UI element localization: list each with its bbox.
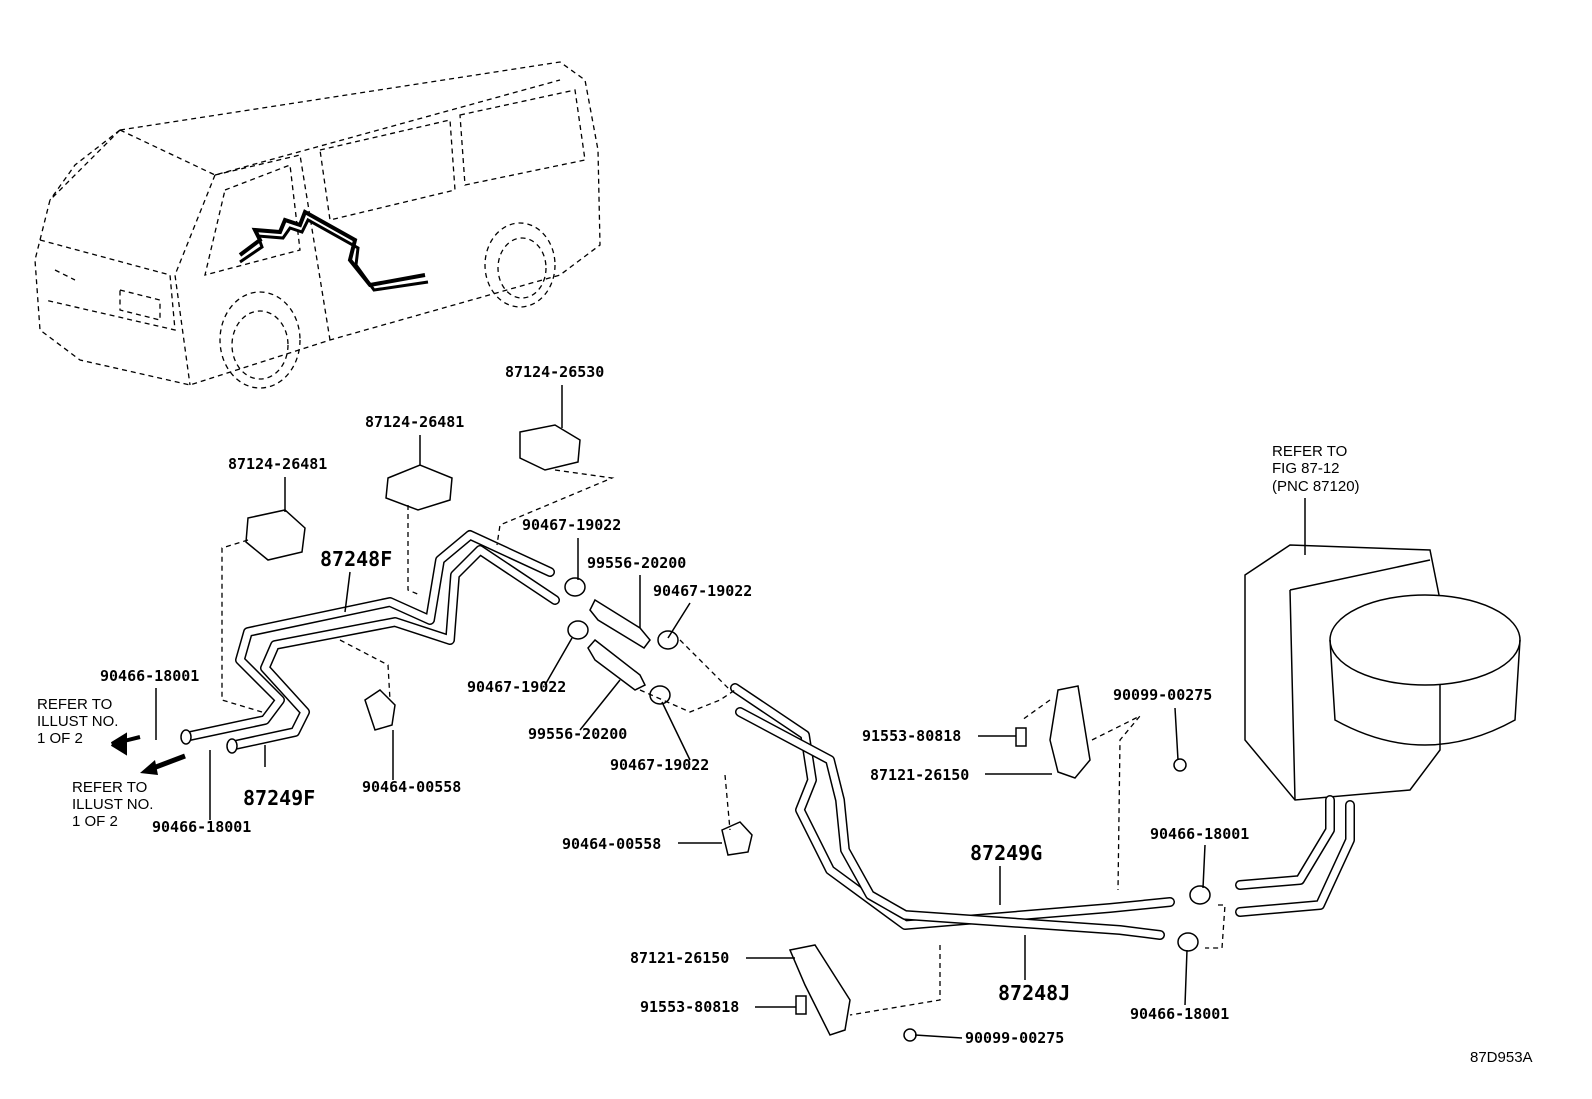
label-90464-00558[interactable]: 90464-00558 [562,835,661,853]
arrow-left-icon [140,760,158,775]
label-87124-26481[interactable]: 87124-26481 [365,413,464,431]
label-90466-18001[interactable]: 90466-18001 [100,667,199,685]
label-90467-19022[interactable]: 90467-19022 [522,516,621,534]
pipe-87248F-87249F [180,530,560,754]
van-illustration [34,61,601,389]
note-line: ILLUST NO. [72,796,153,813]
label-90466-18001[interactable]: 90466-18001 [1130,1005,1229,1023]
label-90466-18001[interactable]: 90466-18001 [152,818,251,836]
rear-heater-unit [1235,544,1521,917]
note-line: REFER TO [72,779,147,796]
label-87249G[interactable]: 87249G [970,841,1042,865]
note-line: (PNC 87120) [1272,478,1360,495]
note-line: REFER TO [1272,443,1347,460]
leader-lines [155,385,1306,1039]
refer-note-heater[interactable]: REFER TO FIG 87-12 (PNC 87120) [1272,443,1360,495]
label-87124-26530[interactable]: 87124-26530 [505,363,604,381]
note-line: 1 OF 2 [37,730,83,747]
hoses [564,577,679,705]
label-90466-18001[interactable]: 90466-18001 [1150,825,1249,843]
brackets [788,685,1187,1042]
label-90467-19022[interactable]: 90467-19022 [610,756,709,774]
figure-id: 87D953A [1470,1049,1533,1066]
label-87121-26150[interactable]: 87121-26150 [870,766,969,784]
label-90099-00275[interactable]: 90099-00275 [1113,686,1212,704]
refer-note-a[interactable]: REFER TO ILLUST NO. 1 OF 2 [37,696,118,747]
label-90467-19022[interactable]: 90467-19022 [653,582,752,600]
label-87248J[interactable]: 87248J [998,981,1070,1005]
note-line: 1 OF 2 [72,813,118,830]
note-line: ILLUST NO. [37,713,118,730]
label-91553-80818[interactable]: 91553-80818 [862,727,961,745]
label-90464-00558[interactable]: 90464-00558 [362,778,461,796]
arrow-left-icon [110,732,141,756]
label-87124-26481[interactable]: 87124-26481 [228,455,327,473]
note-line: FIG 87-12 [1272,460,1340,477]
label-91553-80818[interactable]: 91553-80818 [640,998,739,1016]
note-line: REFER TO [37,696,112,713]
label-87121-26150[interactable]: 87121-26150 [630,949,729,967]
label-87248F[interactable]: 87248F [320,547,392,571]
pipe-clamps [245,424,753,856]
pipe-87249G-87248J [730,683,1211,952]
label-90467-19022[interactable]: 90467-19022 [467,678,566,696]
refer-note-b[interactable]: REFER TO ILLUST NO. 1 OF 2 [72,779,153,830]
label-99556-20200[interactable]: 99556-20200 [587,554,686,572]
label-87249F[interactable]: 87249F [243,786,315,810]
label-99556-20200[interactable]: 99556-20200 [528,725,627,743]
label-90099-00275[interactable]: 90099-00275 [965,1029,1064,1047]
